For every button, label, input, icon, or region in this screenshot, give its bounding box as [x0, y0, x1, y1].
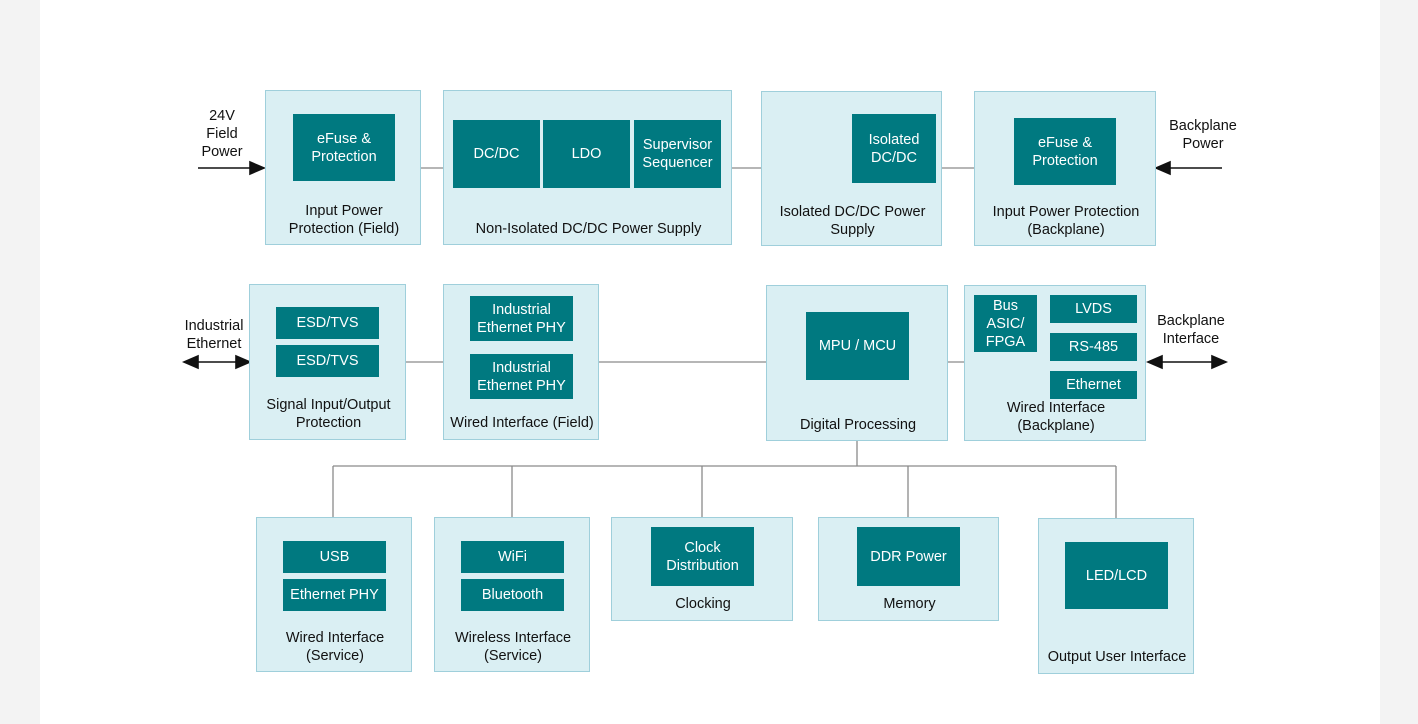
- chip-rs485: RS-485: [1050, 333, 1137, 361]
- block-memory: DDR Power Memory: [818, 517, 999, 621]
- block-title: Clocking: [675, 596, 731, 612]
- chip-bluetooth: Bluetooth: [461, 579, 564, 611]
- chip-lvds: LVDS: [1050, 295, 1137, 323]
- block-title: Wired Interface (Service): [285, 630, 385, 664]
- label-field-power: 24V Field Power: [201, 108, 243, 160]
- block-title: Output User Interface: [1047, 649, 1187, 665]
- chip-ethernet-phy: Ethernet PHY: [283, 579, 386, 611]
- chip-ddr-power: DDR Power: [857, 527, 960, 586]
- block-clocking: Clock Distribution Clocking: [611, 517, 793, 621]
- block-isolated-dcdc: Isolated DC/DC Isolated DC/DC Power Supp…: [761, 91, 942, 246]
- block-wired-interface-field: Industrial Ethernet PHY Industrial Ether…: [443, 284, 599, 440]
- chip-esd-tvs: ESD/TVS: [276, 345, 379, 377]
- block-title: Wireless Interface (Service): [454, 630, 572, 664]
- chip-efuse-protection: eFuse & Protection: [293, 114, 395, 181]
- block-wired-interface-service: USB Ethernet PHY Wired Interface (Servic…: [256, 517, 412, 672]
- label-industrial-ethernet: Industrial Ethernet: [184, 318, 244, 352]
- block-input-power-field: eFuse & Protection Input Power Protectio…: [265, 90, 421, 245]
- chip-esd-tvs: ESD/TVS: [276, 307, 379, 339]
- chip-isolated-dcdc: Isolated DC/DC: [852, 114, 936, 183]
- chip-industrial-ethernet-phy: Industrial Ethernet PHY: [470, 354, 573, 399]
- chip-efuse-protection: eFuse & Protection: [1014, 118, 1116, 185]
- block-title: Wired Interface (Field): [450, 415, 594, 431]
- chip-bus-asic-fpga: Bus ASIC/ FPGA: [974, 295, 1037, 352]
- chip-ldo: LDO: [543, 120, 630, 188]
- chip-clock-distribution: Clock Distribution: [651, 527, 754, 586]
- block-title: Digital Processing: [799, 417, 917, 433]
- chip-industrial-ethernet-phy: Industrial Ethernet PHY: [470, 296, 573, 341]
- chip-mpu-mcu: MPU / MCU: [806, 312, 909, 380]
- block-wired-interface-backplane: Bus ASIC/ FPGA LVDS RS-485 Ethernet Wire…: [964, 285, 1146, 441]
- block-title: Isolated DC/DC Power Supply: [779, 204, 926, 238]
- block-digital-processing: MPU / MCU Digital Processing: [766, 285, 948, 441]
- label-backplane-power: Backplane Power: [1169, 118, 1237, 152]
- block-title: Wired Interface (Backplane): [1006, 400, 1106, 434]
- chip-ethernet: Ethernet: [1050, 371, 1137, 399]
- chip-wifi: WiFi: [461, 541, 564, 573]
- label-backplane-interface: Backplane Interface: [1157, 313, 1225, 347]
- block-title: Non-Isolated DC/DC Power Supply: [475, 221, 702, 237]
- chip-led-lcd: LED/LCD: [1065, 542, 1168, 609]
- block-title: Memory: [883, 596, 936, 612]
- block-non-isolated-dcdc: DC/DC LDO Supervisor Sequencer Non-Isola…: [443, 90, 732, 245]
- block-title: Signal Input/Output Protection: [266, 397, 391, 431]
- block-title: Input Power Protection (Backplane): [992, 204, 1140, 238]
- chip-dcdc: DC/DC: [453, 120, 540, 188]
- chip-usb: USB: [283, 541, 386, 573]
- chip-supervisor-sequencer: Supervisor Sequencer: [634, 120, 721, 188]
- block-title: Input Power Protection (Field): [288, 203, 400, 237]
- block-wireless-interface-service: WiFi Bluetooth Wireless Interface (Servi…: [434, 517, 590, 672]
- block-input-power-backplane: eFuse & Protection Input Power Protectio…: [974, 91, 1156, 246]
- block-output-user-interface: LED/LCD Output User Interface: [1038, 518, 1194, 674]
- block-signal-io-protection: ESD/TVS ESD/TVS Signal Input/Output Prot…: [249, 284, 406, 440]
